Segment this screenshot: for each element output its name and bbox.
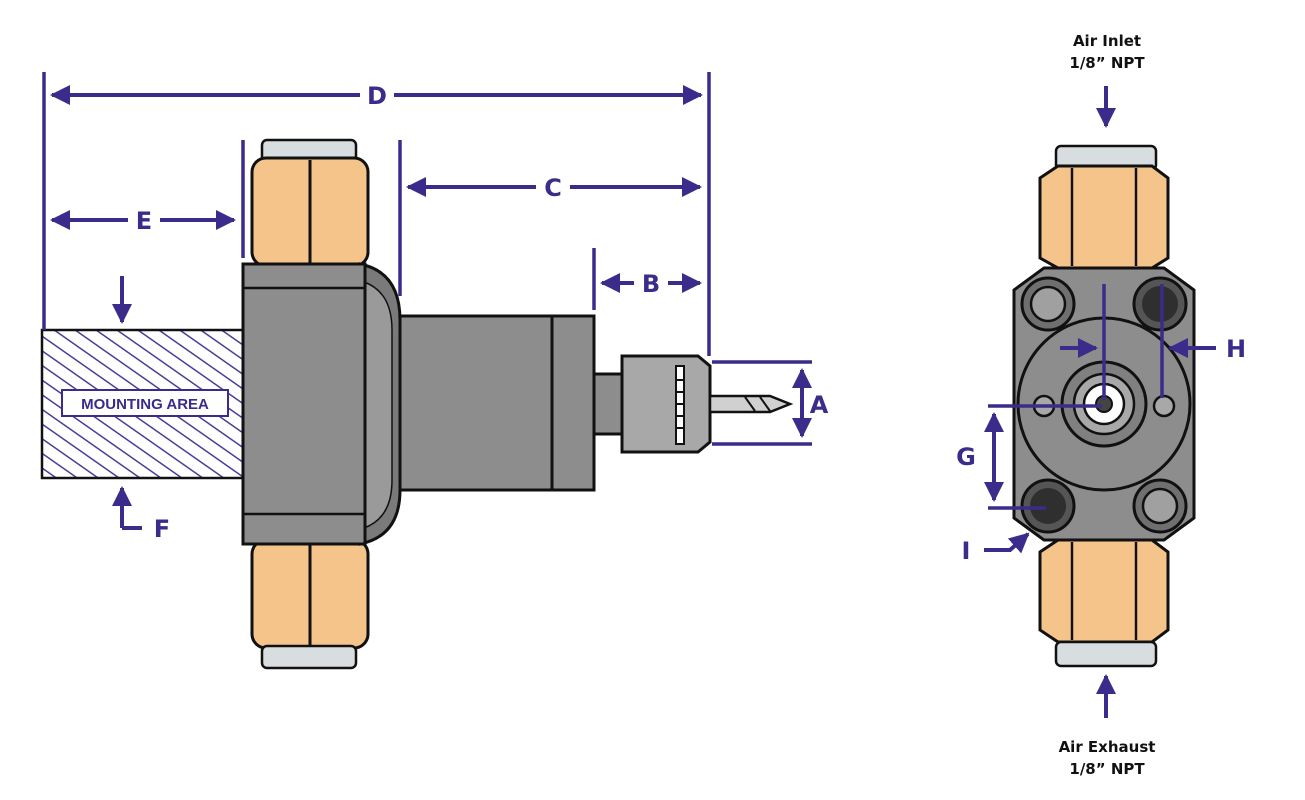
front-view: Air Inlet 1/8” NPT <box>956 32 1246 778</box>
corner-port-bottom-left <box>1020 478 1076 534</box>
dimension-i-label: I <box>962 537 971 565</box>
corner-port-top-right <box>1132 276 1188 332</box>
dimension-e: E <box>50 140 245 258</box>
spindle-body <box>241 262 794 546</box>
top-fitting <box>250 138 370 268</box>
dimension-a-label: A <box>810 391 829 419</box>
bottom-fitting <box>250 538 370 670</box>
dimension-d-label: D <box>367 82 387 110</box>
corner-bolt-bottom-right <box>1132 478 1188 534</box>
side-view: MOUNTING AREA <box>40 72 829 670</box>
dimension-d: D <box>42 72 711 356</box>
dimension-e-label: E <box>136 207 152 235</box>
dimension-b: B <box>592 248 702 310</box>
dimension-g: G <box>956 404 1102 510</box>
front-bottom-fitting <box>1038 538 1170 668</box>
dimension-a: A <box>712 360 829 446</box>
front-top-fitting <box>1038 144 1170 270</box>
mounting-area: MOUNTING AREA <box>40 328 246 480</box>
dimension-h-label: H <box>1226 335 1246 363</box>
dimension-b-label: B <box>642 270 660 298</box>
air-inlet-label: Air Inlet <box>1073 32 1141 50</box>
spindle-face <box>1016 316 1192 492</box>
collet-knurl <box>675 365 685 445</box>
dimension-c: C <box>398 140 702 296</box>
dimension-f: F <box>112 276 170 543</box>
mounting-area-label: MOUNTING AREA <box>81 396 209 413</box>
dimension-h: H <box>1060 284 1246 400</box>
air-exhaust-size: 1/8” NPT <box>1069 760 1145 778</box>
air-inlet-size: 1/8” NPT <box>1069 54 1145 72</box>
dimension-c-label: C <box>544 174 562 202</box>
dimension-f-label: F <box>154 515 170 543</box>
air-exhaust-label: Air Exhaust <box>1059 738 1156 756</box>
corner-bolt-top-left <box>1020 276 1076 332</box>
dimension-g-label: G <box>956 443 976 471</box>
dimension-i: I <box>962 532 1030 565</box>
